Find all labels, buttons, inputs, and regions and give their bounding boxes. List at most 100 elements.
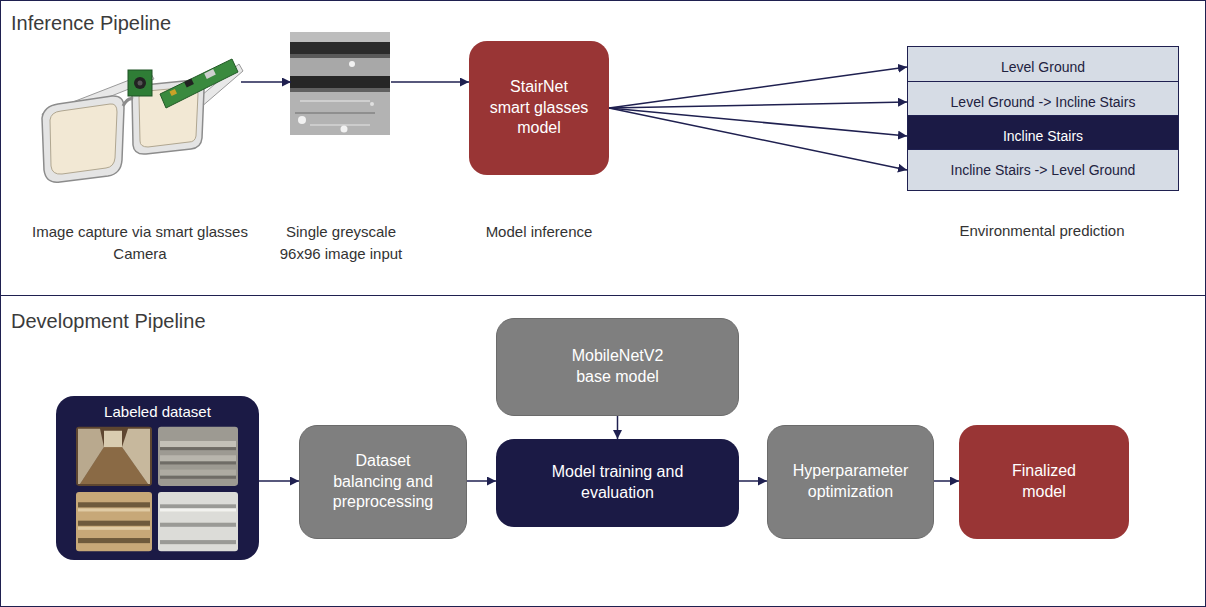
arrow-connector <box>609 102 907 108</box>
smart-glasses-illustration <box>42 96 124 182</box>
dataset-box: Labeled dataset <box>56 396 259 560</box>
box-label: Dataset balancing and preprocessing <box>323 451 443 513</box>
greyscale-stair-image <box>290 42 390 54</box>
arrow-connector <box>609 108 907 170</box>
box-label: Model training and evaluation <box>543 462 693 504</box>
smart-glasses-camera: Image capture via smart glasses Camera <box>39 56 241 191</box>
greyscale-stair-image <box>290 32 390 135</box>
light-steps-photo <box>160 523 236 527</box>
smart-glasses-illustration <box>184 79 194 88</box>
arrow-connector <box>739 480 767 482</box>
arrow-connector <box>609 67 907 108</box>
greyscale-stair-image <box>370 102 374 106</box>
process-box: Model training and evaluation <box>496 439 739 527</box>
group-caption: Environmental prediction <box>932 220 1152 242</box>
connector-group <box>467 481 496 482</box>
wooden-steps-photo <box>78 538 150 543</box>
smart-glasses-illustration <box>50 104 117 174</box>
arrow-connector <box>617 416 619 439</box>
arrow-connector <box>609 108 907 136</box>
connector-group <box>617 416 618 439</box>
smart-glasses-illustration <box>42 59 243 182</box>
box-label: Level Ground -> Incline Stairs <box>951 93 1136 111</box>
greyscale-stair-image <box>290 92 390 135</box>
smart-glasses-illustration <box>123 99 133 106</box>
section-title: Development Pipeline <box>11 308 206 334</box>
arrow-connector <box>467 480 496 482</box>
smart-glasses-illustration <box>138 81 143 86</box>
node-caption: Single greyscale 96x96 image input <box>266 221 416 265</box>
section-panel: Inference PipelineImage capture via smar… <box>0 0 1206 296</box>
concrete-stairs-photo <box>160 456 236 462</box>
connector-group <box>241 82 291 83</box>
box-label: Finalized model <box>997 461 1092 503</box>
light-steps-photo <box>158 492 238 551</box>
wooden-steps-photo <box>78 527 150 530</box>
wooden-steps-photo <box>76 492 152 551</box>
greyscale-stair-image <box>298 116 306 124</box>
dataset-photos <box>56 396 259 560</box>
light-steps-photo <box>158 492 238 551</box>
box-label: Level Ground <box>1001 58 1085 76</box>
greyscale-stair-image <box>290 76 390 88</box>
connector-group <box>739 481 767 482</box>
smart-glasses-illustration <box>128 70 152 96</box>
greyscale-stair-image <box>349 61 355 67</box>
wooden-steps-photo <box>78 503 150 508</box>
connector-group <box>609 102 907 108</box>
process-box: Hyperparameter optimization <box>767 425 934 539</box>
hallway-photo <box>104 431 122 447</box>
concrete-stairs-photo <box>160 447 236 450</box>
connector-group <box>934 481 959 482</box>
concrete-stairs-photo <box>160 470 236 476</box>
smart-glasses-illustration <box>134 77 146 89</box>
connector-group <box>259 481 299 482</box>
concrete-stairs-photo <box>160 441 236 447</box>
arrow-connector <box>241 81 291 83</box>
box-label: Incline Stairs <box>1003 127 1083 145</box>
greyscale-stair-image <box>341 126 348 133</box>
hallway-photo <box>78 429 104 484</box>
base-model-box: MobileNetV2 base model <box>496 318 739 416</box>
smart-glasses-illustration <box>204 69 216 79</box>
concrete-stairs-photo <box>160 462 236 465</box>
node-caption: Image capture via smart glasses Camera <box>20 221 260 265</box>
greyscale-stair-image <box>300 100 370 102</box>
box-label: Incline Stairs -> Level Ground <box>951 161 1136 179</box>
greyscale-stair-image <box>290 88 390 92</box>
arrow-connector <box>259 480 299 482</box>
image-input: Single greyscale 96x96 image input <box>291 33 391 136</box>
box-label: Hyperparameter optimization <box>788 461 913 503</box>
greyscale-stair-image <box>290 54 390 58</box>
wooden-steps-photo <box>76 492 152 551</box>
connector-group <box>391 82 469 83</box>
process-box: Dataset balancing and preprocessing <box>299 425 467 539</box>
hallway-photo <box>76 427 152 486</box>
section-title: Inference Pipeline <box>11 10 171 36</box>
light-steps-photo <box>160 505 236 509</box>
greyscale-stair-image <box>295 112 375 114</box>
hallway-photo <box>76 427 152 486</box>
greyscale-stair-image <box>290 58 390 76</box>
box-label: StairNet smart glasses model <box>489 77 590 139</box>
output-box: Finalized model <box>959 425 1129 539</box>
greyscale-stair-image <box>310 124 370 126</box>
arrow-connector <box>391 81 469 83</box>
section-panel: Development Pipeline Labeled datasetData… <box>0 295 1206 607</box>
concrete-stairs-photo <box>158 427 238 486</box>
box-label: Labeled dataset <box>104 402 211 422</box>
prediction-class: Incline Stairs -> Level Ground <box>907 149 1179 191</box>
concrete-stairs-photo <box>158 427 238 486</box>
model-box: StairNet smart glasses modelModel infere… <box>469 41 609 175</box>
smart-glasses-illustration <box>160 59 238 108</box>
connector-group <box>609 108 907 136</box>
greyscale-stair-image <box>290 32 390 42</box>
smart-glasses-illustration <box>169 89 177 96</box>
wooden-steps-photo <box>78 521 150 526</box>
connector-group <box>609 108 907 170</box>
node-caption: Model inference <box>454 221 624 243</box>
connector-group <box>609 67 907 108</box>
box-label: MobileNetV2 base model <box>560 346 675 388</box>
hallway-photo <box>122 429 150 484</box>
light-steps-photo <box>160 540 236 544</box>
